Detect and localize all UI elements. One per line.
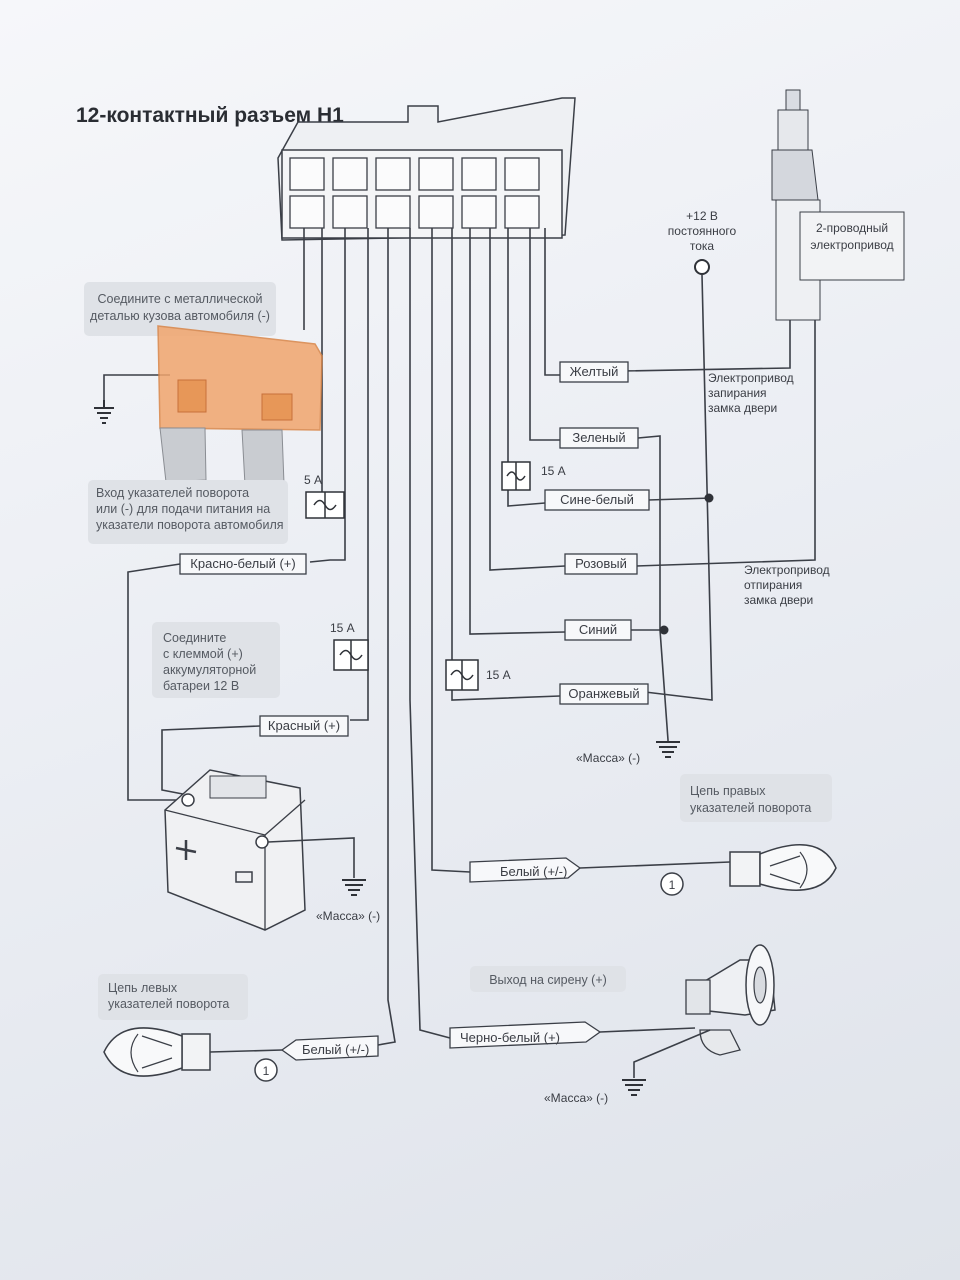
wire-label-white-left: Белый (+/-) bbox=[280, 1035, 379, 1061]
lock-label-3: замка двери bbox=[708, 401, 777, 415]
fuse-icon: 15 А bbox=[330, 621, 369, 671]
note-right-lamps: Цепь правых указателей поворота bbox=[680, 774, 832, 822]
svg-text:деталью кузова автомобиля (-): деталью кузова автомобиля (-) bbox=[90, 309, 270, 323]
fuse-icon: 15 А bbox=[501, 461, 566, 491]
ground-label-battery: «Масса» (-) bbox=[316, 909, 380, 923]
note-turn-input: Вход указателей поворота или (-) для под… bbox=[88, 480, 288, 544]
actuator-label-1: 2-проводный bbox=[816, 221, 888, 235]
ground-label-actuator: «Масса» (-) bbox=[576, 751, 640, 765]
lamp-icon: 1 bbox=[103, 1027, 278, 1082]
connector-h1 bbox=[277, 97, 576, 241]
battery-icon bbox=[164, 769, 306, 931]
wire-label-red: Красный (+) bbox=[259, 715, 349, 737]
fuse-icon: 15 А bbox=[445, 659, 511, 691]
svg-text:Соедините: Соедините bbox=[163, 631, 226, 645]
wire-label-blue-white: Сине-белый bbox=[544, 489, 650, 511]
power-label-2: постоянного bbox=[668, 224, 737, 238]
note-chassis-ground: Соедините с металлической деталью кузова… bbox=[84, 282, 276, 336]
ground-icon bbox=[94, 400, 114, 424]
right-side-wiring bbox=[621, 274, 816, 741]
svg-text:батареи 12 В: батареи 12 В bbox=[163, 679, 239, 693]
wire-label-blue: Синий bbox=[564, 619, 632, 641]
svg-text:аккумуляторной: аккумуляторной bbox=[163, 663, 256, 677]
wire-label-black-white: Черно-белый (+) bbox=[449, 1021, 602, 1049]
power-12v-terminal: +12 В постоянного тока bbox=[668, 209, 737, 275]
note-siren: Выход на сирену (+) bbox=[470, 966, 626, 992]
fuse-icon: 5 А bbox=[304, 473, 345, 519]
fuse-15a-label: 15 А bbox=[330, 621, 355, 635]
lamp-pin-label: 1 bbox=[669, 878, 676, 892]
wire-bundle bbox=[303, 228, 566, 1046]
wire-label-yellow: Желтый bbox=[559, 361, 629, 383]
actuator-label-2: электропривод bbox=[810, 238, 893, 252]
svg-text:Выход на сирену (+): Выход на сирену (+) bbox=[489, 973, 607, 987]
door-actuator-icon: 2-проводный электропривод bbox=[771, 89, 905, 321]
lamp-icon: 1 bbox=[660, 843, 837, 896]
fuse-5a-label: 5 А bbox=[304, 473, 322, 487]
unlock-label-2: отпирания bbox=[744, 578, 802, 592]
diagram-title: 12-контактный разъем H1 bbox=[76, 104, 344, 127]
fuse-15a-label: 15 А bbox=[541, 464, 566, 478]
svg-text:указатели поворота автомобиля: указатели поворота автомобиля bbox=[96, 518, 284, 532]
svg-text:Белый (+/-): Белый (+/-) bbox=[500, 864, 567, 879]
blade-fuse-object bbox=[157, 325, 323, 486]
unlock-label-1: Электропривод bbox=[744, 563, 830, 577]
siren-icon bbox=[685, 944, 776, 1056]
svg-text:Зеленый: Зеленый bbox=[572, 430, 625, 445]
ground-icon bbox=[622, 1079, 646, 1096]
ground-label-siren: «Масса» (-) bbox=[544, 1091, 608, 1105]
wire-label-white-right: Белый (+/-) bbox=[469, 857, 582, 883]
svg-text:Белый (+/-): Белый (+/-) bbox=[302, 1042, 369, 1057]
svg-text:Цепь правых: Цепь правых bbox=[690, 784, 766, 798]
power-label-3: тока bbox=[690, 239, 715, 253]
svg-text:Сине-белый: Сине-белый bbox=[560, 492, 634, 507]
svg-text:Вход указателей поворота: Вход указателей поворота bbox=[96, 486, 249, 500]
ground-icon bbox=[342, 879, 366, 896]
svg-text:указателей поворота: указателей поворота bbox=[690, 801, 811, 815]
svg-text:или (-) для подачи питания на: или (-) для подачи питания на bbox=[96, 502, 270, 516]
wire-label-red-white: Красно-белый (+) bbox=[179, 553, 307, 575]
svg-text:Желтый: Желтый bbox=[570, 364, 619, 379]
power-label-1: +12 В bbox=[686, 209, 718, 223]
lock-label-1: Электропривод bbox=[708, 371, 794, 385]
svg-text:Розовый: Розовый bbox=[575, 556, 627, 571]
ground-icon bbox=[656, 741, 680, 758]
lamp-pin-label: 1 bbox=[263, 1064, 270, 1078]
svg-text:Красно-белый (+): Красно-белый (+) bbox=[190, 556, 295, 571]
svg-text:Цепь левых: Цепь левых bbox=[108, 981, 178, 995]
svg-text:Черно-белый (+): Черно-белый (+) bbox=[460, 1030, 560, 1045]
svg-text:Синий: Синий bbox=[579, 622, 617, 637]
note-battery: Соедините с клеммой (+) аккумуляторной б… bbox=[152, 622, 280, 698]
note-left-lamps: Цепь левых указателей поворота bbox=[98, 974, 248, 1020]
svg-text:Оранжевый: Оранжевый bbox=[568, 686, 639, 701]
unlock-label-3: замка двери bbox=[744, 593, 813, 607]
lock-label-2: запирания bbox=[708, 386, 767, 400]
svg-text:с клеммой (+): с клеммой (+) bbox=[163, 647, 243, 661]
wire-label-pink: Розовый bbox=[564, 553, 638, 575]
wire-label-green: Зеленый bbox=[559, 427, 639, 449]
wire-label-orange: Оранжевый bbox=[559, 683, 649, 705]
svg-text:Соедините с металлической: Соедините с металлической bbox=[97, 292, 262, 306]
svg-text:Красный (+): Красный (+) bbox=[268, 718, 340, 733]
fuse-15a-label: 15 А bbox=[486, 668, 511, 682]
svg-text:указателей поворота: указателей поворота bbox=[108, 997, 229, 1011]
